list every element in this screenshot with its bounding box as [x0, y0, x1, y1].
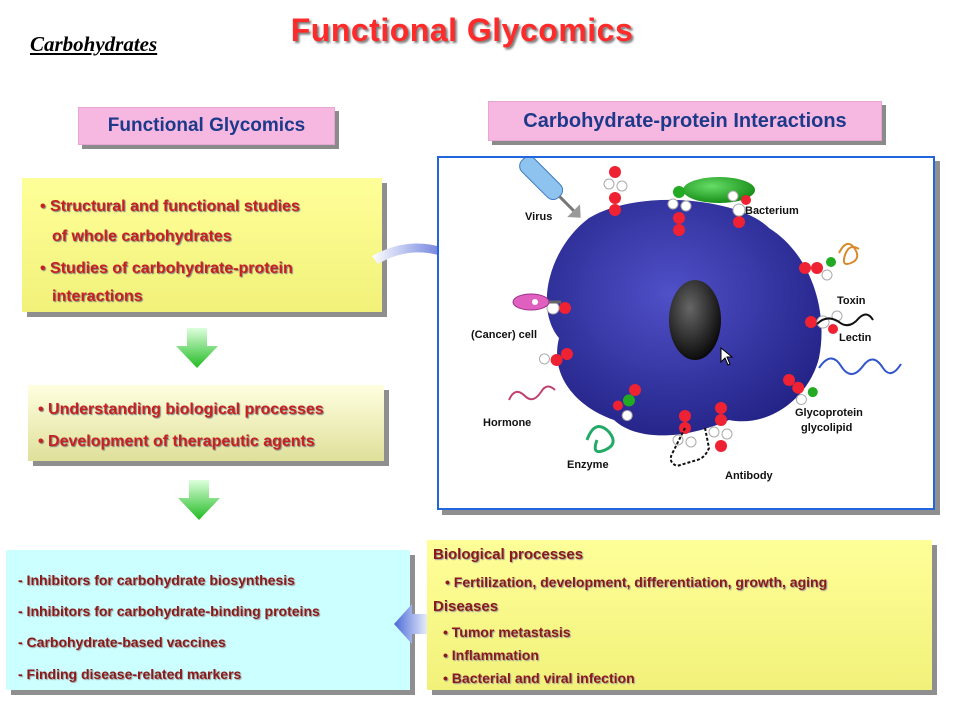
- hormone-shape: [508, 385, 556, 401]
- cancer-cell-shape: [512, 293, 561, 311]
- glycoprotein-shape: [818, 357, 902, 375]
- studies-box: • Structural and functional studies of w…: [22, 178, 382, 312]
- disease-item: • Bacterial and viral infection: [443, 670, 635, 686]
- functional-glycomics-label: Functional Glycomics: [78, 107, 335, 145]
- section-label: Carbohydrates: [30, 32, 158, 56]
- virus-label: Virus: [525, 211, 552, 223]
- disease-item: • Inflammation: [443, 647, 539, 663]
- disease-item: • Tumor metastasis: [443, 624, 571, 640]
- left-arrow-icon: [394, 604, 432, 644]
- application-line: - Inhibitors for carbohydrate-binding pr…: [18, 603, 320, 619]
- virus-shape: [519, 156, 581, 218]
- glycolipid-label: glycolipid: [801, 422, 852, 434]
- bio-processes-heading: Biological processes: [433, 546, 584, 563]
- enzyme-label: Enzyme: [567, 459, 609, 471]
- antibody-label: Antibody: [725, 470, 774, 482]
- application-line: - Inhibitors for carbohydrate biosynthes…: [18, 572, 295, 588]
- lectin-label: Lectin: [839, 332, 872, 344]
- carbohydrate-protein-label: Carbohydrate-protein Interactions: [488, 101, 882, 141]
- hormone-label: Hormone: [483, 417, 531, 429]
- bio-process-item: • Fertilization, development, differenti…: [445, 574, 828, 590]
- diseases-heading: Diseases: [433, 598, 499, 615]
- goals-line: • Understanding biological processes: [38, 401, 324, 418]
- cancer-cell-label: (Cancer) cell: [471, 329, 537, 341]
- antibody-shape: [669, 427, 711, 468]
- studies-line: • Studies of carbohydrate-protein: [40, 260, 293, 277]
- toxin-shape: [838, 242, 860, 265]
- goals-box: • Understanding biological processes • D…: [28, 385, 384, 461]
- enzyme-shape: [585, 425, 615, 454]
- down-arrow-icon: [178, 480, 220, 520]
- lectin-shape: [816, 313, 874, 327]
- glycoprotein-label: Glycoprotein: [795, 407, 863, 419]
- processes-box: Biological processes • Fertilization, de…: [427, 540, 932, 690]
- application-line: - Carbohydrate-based vaccines: [18, 634, 226, 650]
- studies-line: of whole carbohydrates: [52, 228, 232, 245]
- glycan-clusters: [538, 166, 843, 452]
- bacterium-label: Bacterium: [745, 205, 799, 217]
- down-arrow-icon: [176, 328, 218, 368]
- cell-nucleus: [669, 280, 721, 360]
- toxin-label: Toxin: [837, 295, 866, 307]
- application-line: - Finding disease-related markers: [18, 666, 242, 682]
- studies-line: • Structural and functional studies: [40, 198, 300, 215]
- applications-box: - Inhibitors for carbohydrate biosynthes…: [6, 550, 410, 690]
- cursor-icon: [720, 346, 734, 366]
- page-title: Functional Glycomics: [290, 12, 634, 48]
- goals-line: • Development of therapeutic agents: [38, 433, 315, 450]
- studies-line: interactions: [52, 288, 143, 305]
- interaction-diagram: Virus Bacterium Toxin (Cancer) cell Lect…: [437, 156, 935, 510]
